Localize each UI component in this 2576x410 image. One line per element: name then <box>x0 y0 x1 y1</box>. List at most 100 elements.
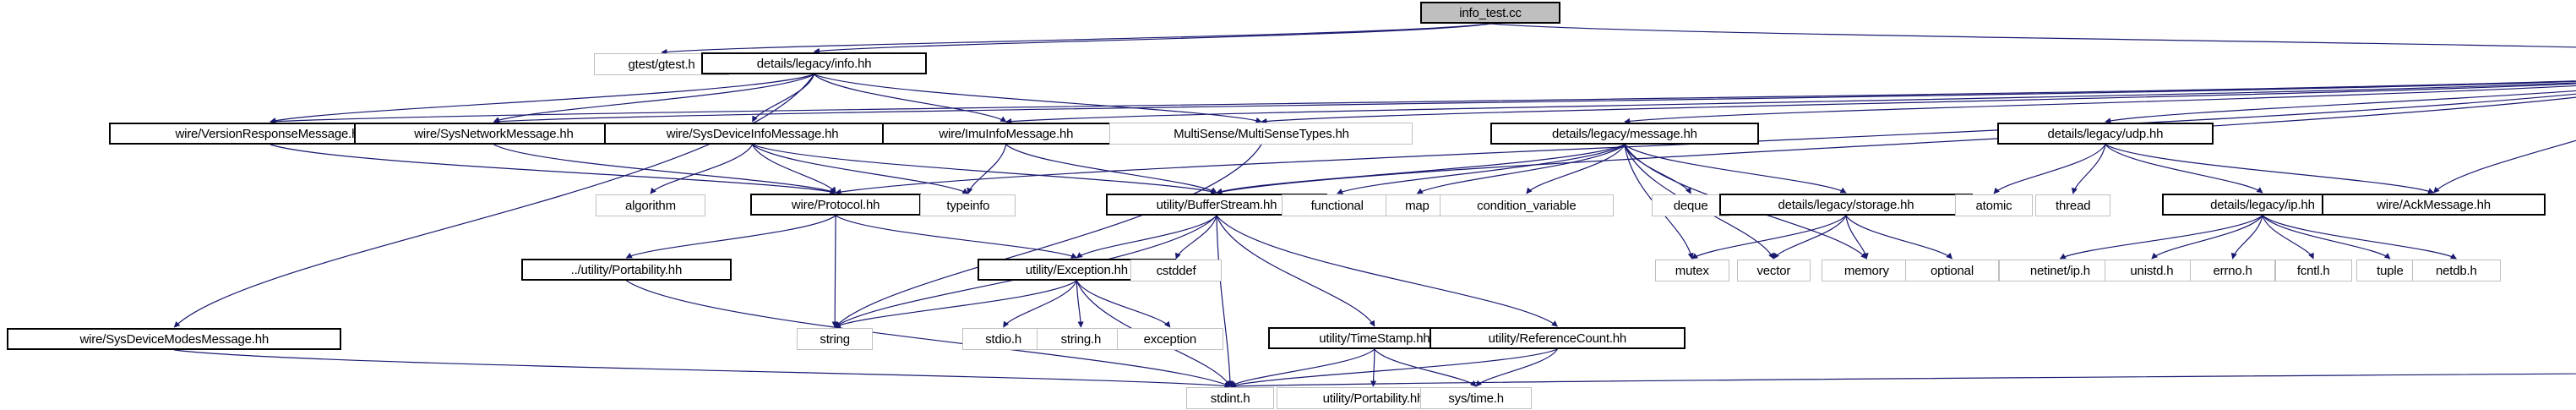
edge-message_hh-to-map <box>1416 144 1626 194</box>
edge-message_hh-to-functional <box>1337 144 1626 194</box>
graph-node-condition_variable[interactable]: condition_variable <box>1440 194 1614 216</box>
edge-info_test-to-utilities_hh <box>1490 23 2576 48</box>
edge-utilities_hh-to-imuinfo <box>1005 82 2576 125</box>
graph-node-label: stdint.h <box>1210 391 1250 406</box>
graph-node-label: fcntl.h <box>2296 263 2330 278</box>
graph-node-fcntl[interactable]: fcntl.h <box>2274 260 2352 282</box>
graph-node-info_test[interactable]: info_test.cc <box>1420 2 1560 24</box>
graph-node-unistd[interactable]: unistd.h <box>2105 260 2199 282</box>
edge-udp_hh-to-thread <box>2071 144 2106 194</box>
graph-node-exception[interactable]: exception <box>1116 328 1224 350</box>
graph-node-label: wire/AckMessage.hh <box>2377 197 2491 212</box>
graph-node-label: wire/Protocol.hh <box>791 197 880 212</box>
graph-node-label: details/legacy/message.hh <box>1551 126 1697 141</box>
graph-node-algorithm[interactable]: algorithm <box>596 194 705 216</box>
edge-ip_hh-to-unistd <box>2151 215 2263 260</box>
graph-node-netinet_ip[interactable]: netinet/ip.h <box>1998 260 2121 282</box>
edge-info_hh-to-multisensetypes <box>814 74 1262 123</box>
graph-node-label: deque <box>1673 198 1708 213</box>
graph-node-storage_hh[interactable]: details/legacy/storage.hh <box>1718 194 1973 216</box>
graph-node-label: thread <box>2056 198 2091 213</box>
graph-node-label: utility/Portability.hh <box>1322 391 1424 406</box>
edge-utilities_hh-to-message_hh <box>1624 85 2576 124</box>
graph-node-label: typeinfo <box>946 198 990 213</box>
graph-node-message_hh[interactable]: details/legacy/message.hh <box>1490 123 1760 145</box>
graph-node-map[interactable]: map <box>1386 194 1449 216</box>
graph-node-imuinfo[interactable]: wire/ImuInfoMessage.hh <box>882 123 1130 145</box>
graph-node-memory[interactable]: memory <box>1822 260 1912 282</box>
graph-node-atomic[interactable]: atomic <box>1955 194 2033 216</box>
graph-node-label: utility/ReferenceCount.hh <box>1488 331 1627 346</box>
edge-timestamp-to-stdint <box>1229 348 1375 387</box>
edge-bufferstream-to-cstddef <box>1174 215 1217 260</box>
edge-exception_hh-to-string <box>834 280 1077 328</box>
edge-message_hh-to-storage_hh <box>1624 144 1847 194</box>
edge-info_hh-to-sysdeviceinfo <box>752 74 815 123</box>
graph-node-deque[interactable]: deque <box>1651 194 1730 216</box>
graph-node-ackmessage[interactable]: wire/AckMessage.hh <box>2322 194 2546 216</box>
edge-utilities_hh-to-multisensetypes <box>1261 83 2576 125</box>
edge-version_resp-to-protocol <box>270 144 836 195</box>
graph-node-label: utility/Exception.hh <box>1025 262 1128 277</box>
graph-node-label: condition_variable <box>1477 198 1577 213</box>
edge-udp_hh-to-ip_hh <box>2105 144 2263 194</box>
edge-imudata-to-stdint <box>1229 373 2576 390</box>
edge-sysdevicemodes-to-stdint <box>174 349 1231 390</box>
graph-node-sysdeviceinfo[interactable]: wire/SysDeviceInfoMessage.hh <box>604 123 901 145</box>
graph-node-refcount[interactable]: utility/ReferenceCount.hh <box>1429 327 1686 349</box>
graph-node-protocol[interactable]: wire/Protocol.hh <box>749 194 922 216</box>
edge-sysdeviceinfo-to-protocol <box>752 144 836 194</box>
edge-refcount-to-sys_time <box>1475 348 1558 387</box>
graph-node-label: unistd.h <box>2130 263 2174 278</box>
graph-node-netdb[interactable]: netdb.h <box>2412 260 2501 282</box>
graph-node-label: wire/SysDeviceInfoMessage.hh <box>666 126 839 141</box>
edge-protocol-to-exception_hh <box>835 215 1078 259</box>
graph-node-functional[interactable]: functional <box>1281 194 1393 216</box>
graph-node-label: atomic <box>1975 198 2012 213</box>
graph-node-mutex[interactable]: mutex <box>1654 260 1729 282</box>
edge-message_hh-to-deque <box>1624 144 1691 194</box>
graph-node-label: mutex <box>1675 263 1709 278</box>
graph-node-optional[interactable]: optional <box>1904 260 2000 282</box>
graph-node-string[interactable]: string <box>797 328 873 350</box>
graph-node-stdint[interactable]: stdint.h <box>1185 387 1275 409</box>
graph-node-portability_rel[interactable]: ../utility/Portability.hh <box>520 259 732 281</box>
edge-ip_hh-to-netinet_ip <box>2059 215 2263 260</box>
graph-node-label: optional <box>1931 263 1974 278</box>
graph-node-vector[interactable]: vector <box>1736 260 1811 282</box>
graph-node-label: netinet/ip.h <box>2029 263 2090 278</box>
edge-protocol-to-string <box>831 215 838 328</box>
graph-node-string_h[interactable]: string.h <box>1037 328 1125 350</box>
edge-info_test-to-info_hh <box>813 23 1491 54</box>
graph-node-info_hh[interactable]: details/legacy/info.hh <box>701 52 927 74</box>
graph-node-sysnetwork[interactable]: wire/SysNetworkMessage.hh <box>354 123 634 145</box>
graph-node-cstddef[interactable]: cstddef <box>1130 260 1222 282</box>
edge-timestamp-to-portability <box>1370 348 1377 387</box>
edge-sysdeviceinfo-to-algorithm <box>650 144 754 194</box>
graph-node-label: vector <box>1756 263 1791 278</box>
graph-node-label: stdio.h <box>985 331 1021 347</box>
edge-udp_hh-to-atomic <box>1993 144 2106 194</box>
edge-storage_hh-to-optional <box>1845 215 1953 260</box>
graph-node-label: wire/ImuInfoMessage.hh <box>939 126 1074 141</box>
graph-node-label: map <box>1405 198 1430 213</box>
edge-info_hh-to-imuinfo <box>814 74 1007 123</box>
edge-ip_hh-to-netdb <box>2262 215 2457 260</box>
graph-node-label: errno.h <box>2213 263 2252 278</box>
edge-exception_hh-to-stdio <box>1003 280 1077 328</box>
graph-node-label: string.h <box>1060 331 1102 347</box>
graph-node-udp_hh[interactable]: details/legacy/udp.hh <box>1996 123 2214 145</box>
graph-node-stdio[interactable]: stdio.h <box>961 328 1045 350</box>
graph-node-multisensetypes[interactable]: MultiSense/MultiSenseTypes.hh <box>1109 123 1413 145</box>
graph-node-label: gtest/gtest.h <box>628 57 695 72</box>
edge-refcount-to-stdint <box>1229 348 1558 388</box>
graph-node-label: details/legacy/udp.hh <box>2047 126 2164 141</box>
graph-node-sysdevicemodes[interactable]: wire/SysDeviceModesMessage.hh <box>7 328 342 350</box>
graph-node-typeinfo[interactable]: typeinfo <box>920 194 1016 216</box>
graph-node-thread[interactable]: thread <box>2035 194 2111 216</box>
graph-node-label: functional <box>1310 198 1364 213</box>
graph-node-errno_h[interactable]: errno.h <box>2189 260 2276 282</box>
edge-message_hh-to-condition_variable <box>1526 144 1626 194</box>
graph-node-sys_time[interactable]: sys/time.h <box>1420 387 1532 409</box>
